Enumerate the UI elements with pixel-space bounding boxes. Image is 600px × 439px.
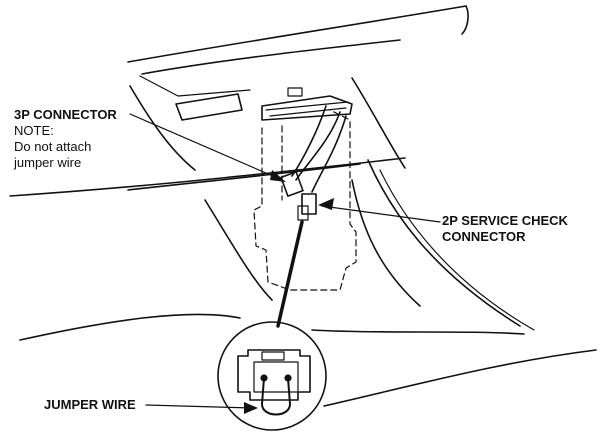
three-p-connector-label: 3P CONNECTOR	[14, 107, 117, 122]
note-title: NOTE:	[14, 123, 54, 138]
enlarged-connector-latch	[261, 351, 285, 361]
harness-wire-3	[291, 105, 327, 177]
enlarged-connector-face	[253, 361, 299, 393]
fuse-box-outline	[253, 109, 357, 291]
floor-line-3	[323, 349, 597, 407]
floor-line	[19, 313, 241, 341]
dash-lower-edge-2	[127, 163, 361, 191]
harness-wire-2	[311, 115, 347, 193]
zoom-circle	[217, 321, 327, 431]
service-check-label-1: 2P SERVICE CHECK	[442, 213, 568, 228]
arrowhead-3p	[270, 170, 286, 182]
zoom-leader	[276, 220, 304, 328]
dash-lower-edge	[9, 157, 406, 197]
arrowhead-jumper	[244, 402, 258, 414]
note-line-1: Do not attach	[14, 139, 92, 154]
floor-line-2	[311, 329, 525, 335]
leader-2p	[321, 205, 441, 223]
leader-3p	[129, 113, 283, 181]
3p-connector-body	[280, 171, 304, 197]
bracket-hatch	[265, 101, 349, 117]
service-check-label-2: CONNECTOR	[442, 229, 526, 244]
leader-jumper	[145, 404, 253, 409]
dashboard-top-curve	[461, 5, 469, 35]
note-line-2: jumper wire	[14, 155, 82, 170]
enlarged-connector-outline	[237, 349, 311, 401]
panel-right-edge	[351, 77, 406, 169]
bracket	[261, 95, 353, 121]
pillar-curve-2	[351, 179, 421, 307]
lower-panel-outline	[129, 85, 196, 171]
dashboard-upper-line	[141, 39, 401, 75]
bracket-clip	[287, 87, 303, 97]
2p-connector-plug	[297, 205, 309, 221]
pillar-curve-3	[367, 159, 521, 327]
dashboard-top-edge	[127, 5, 467, 63]
pillar-curve-4	[379, 169, 535, 331]
handle-slot	[175, 93, 243, 121]
arrowhead-2p	[318, 198, 334, 210]
2p-connector-body	[301, 193, 317, 215]
harness-wire-1	[295, 111, 341, 181]
dashboard-face	[139, 75, 251, 97]
pillar-curve-1	[204, 199, 273, 301]
jumper-wire-loop	[261, 377, 291, 416]
jumper-wire-label: JUMPER WIRE	[44, 397, 136, 412]
